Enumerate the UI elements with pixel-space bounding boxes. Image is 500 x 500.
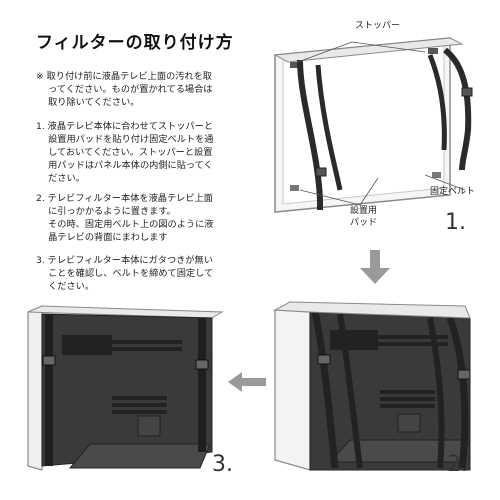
belt-label: 固定ベルト (430, 187, 476, 197)
stopper-label: ストッパー (355, 21, 401, 31)
instruction-step-3: 3. テレビフィルター本体にガタつきが無い ことを確認し、ベルトを締めて固定して… (36, 255, 214, 292)
instruction-step-2: 2. テレビフィルター本体を液晶テレビ上面 に引っかかるように置きます。 その時… (36, 193, 214, 243)
instruction-step-1: 1. 液晶テレビ本体に合わせてストッパーと 設置用パッドを貼り付け固定ベルトを通… (36, 121, 214, 184)
pad-label: 設置用 パッド (350, 206, 378, 228)
arrow-down-icon (360, 250, 390, 284)
step-number-2: 2. (447, 452, 468, 477)
arrow-left-icon (228, 372, 266, 392)
step-number-1: 1. (445, 210, 466, 235)
step-number-3: 3. (212, 452, 233, 477)
page-title: フィルターの取り付け方 (36, 33, 234, 53)
caution-note: ※ 取り付け前に液晶テレビ上面の汚れを取 ってください。ものが置かれてる場合は … (36, 71, 213, 108)
